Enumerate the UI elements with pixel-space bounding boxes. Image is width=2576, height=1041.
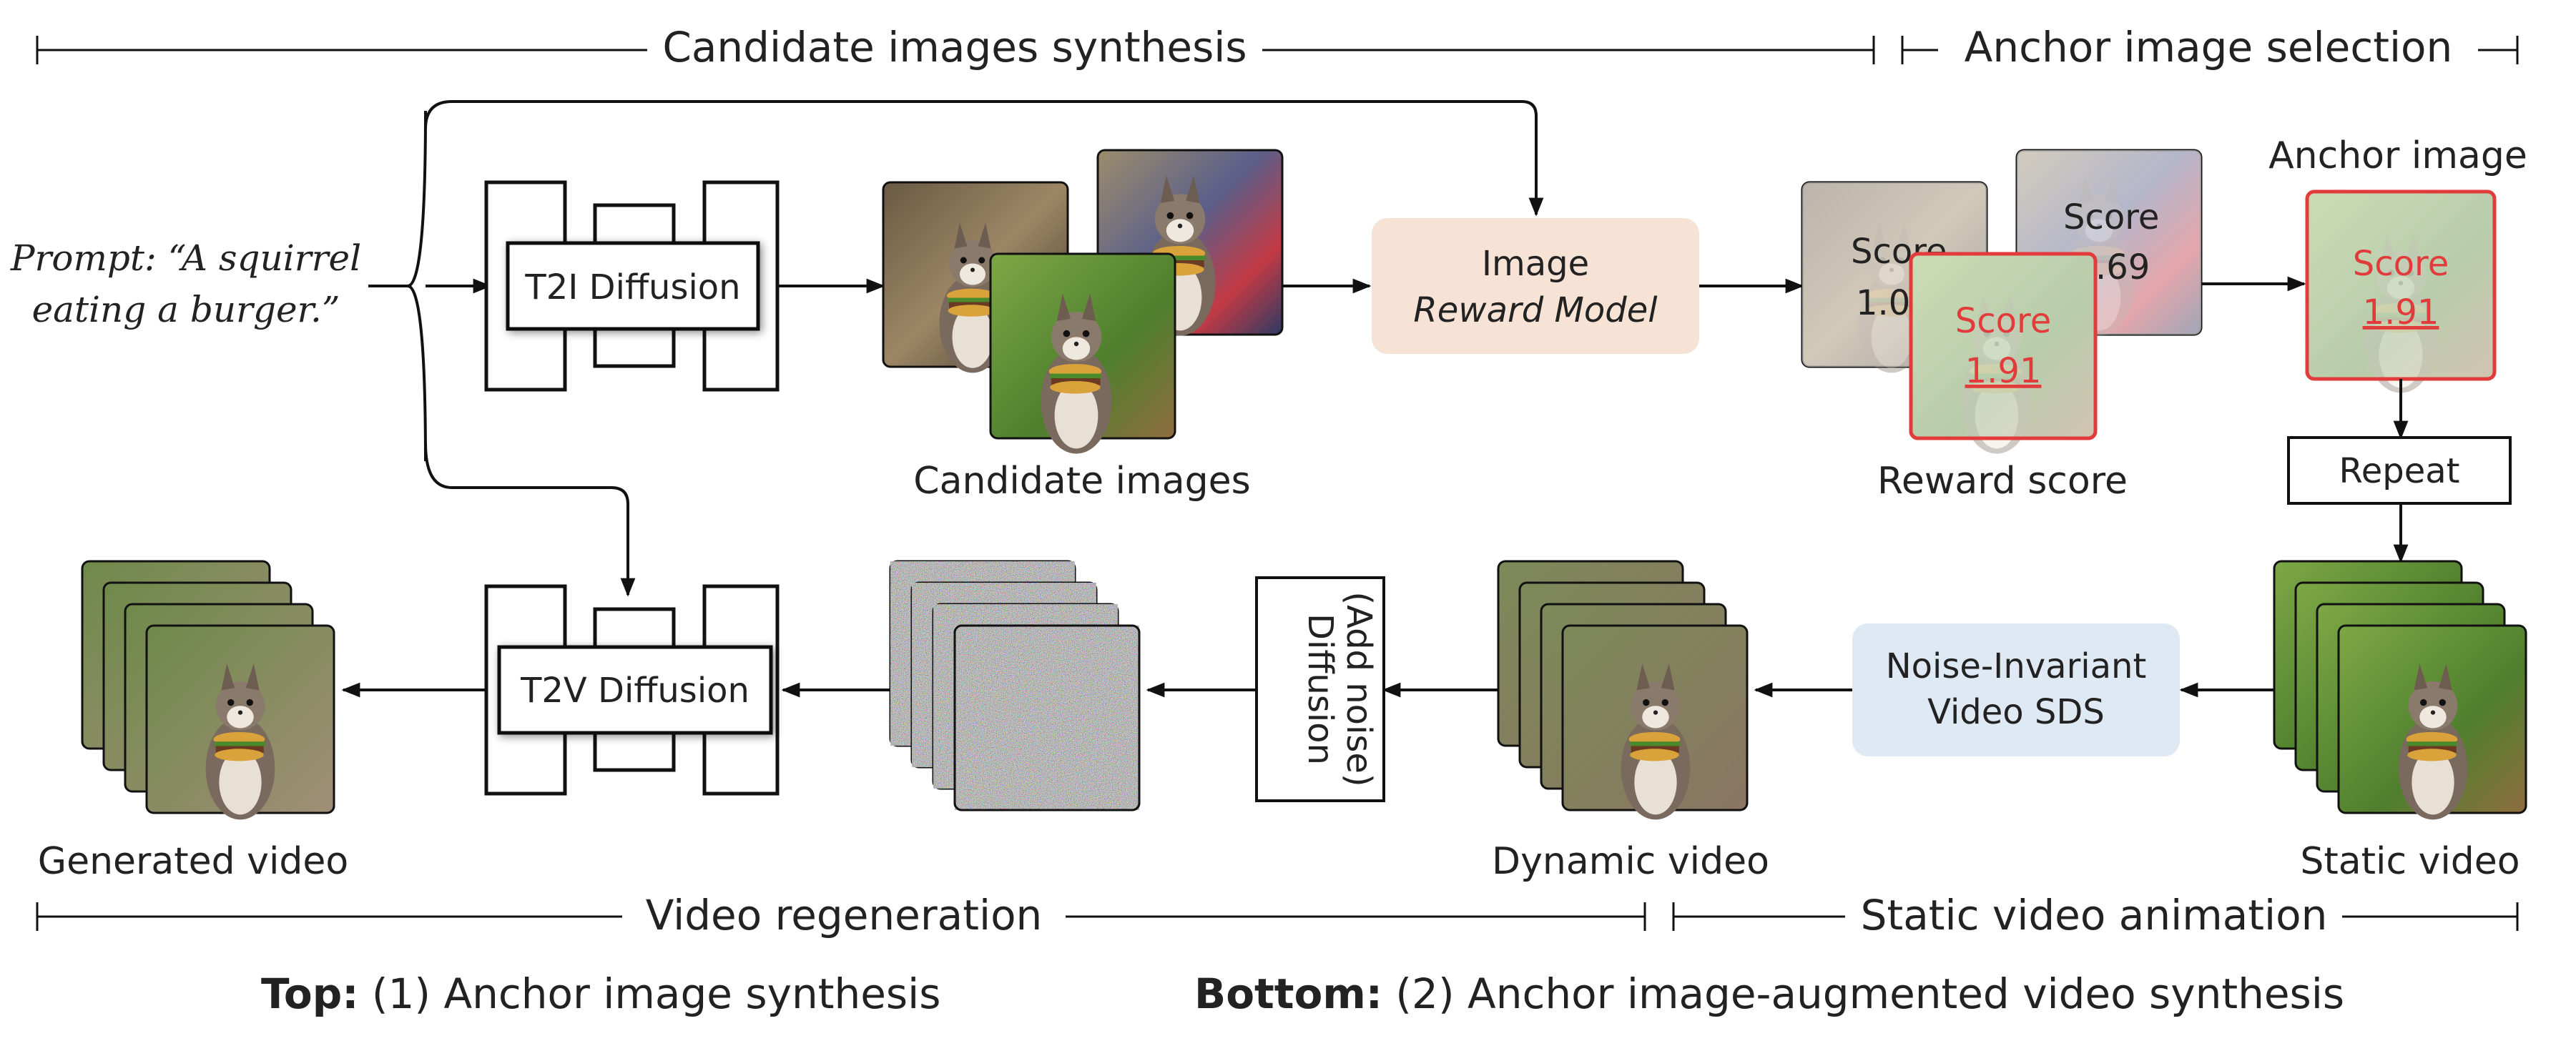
prompt-connectors [368,100,1544,597]
reward-score-label: Reward score [1877,460,2128,503]
score-label-back-right: Score [2063,197,2159,237]
candidate-images [882,149,1284,454]
anchor-score-value: 1.91 [2363,292,2439,332]
t2v-diffusion-block: T2V Diffusion [484,584,780,796]
add-noise-line-1: Diffusion [1300,613,1340,765]
dynamic-video-label: Dynamic video [1492,840,1769,883]
reward-model-line-1: Image [1482,244,1589,284]
add-noise-line-2: (Add noise) [1339,591,1379,786]
score-label-front: Score [1955,301,2051,341]
score-value-front: 1.91 [1965,351,2042,391]
caption-bottom-rest: (2) Anchor image-augmented video synthes… [1382,970,2344,1018]
section-label-static-animation: Static video animation [1861,891,2328,939]
reward-model-box: Image Reward Model [1372,218,1699,354]
static-video-label: Static video [2300,840,2520,883]
reward-score-images: Score 1.0 Score .69 Score 1.91 [1801,149,2203,454]
section-label-candidate-synthesis: Candidate images synthesis [662,23,1247,71]
generated-video-label: Generated video [38,840,348,883]
t2v-label: T2V Diffusion [520,671,749,711]
prompt-line-1: Prompt: “A squirrel [10,237,361,279]
section-bar-top-left: Candidate images synthesis [36,23,1875,71]
dynamic-video-stack [1497,560,1749,820]
add-noise-box: Diffusion (Add noise) [1255,576,1385,802]
noisy-frames-stack [889,560,1141,811]
sds-line-2: Video SDS [1927,692,2105,732]
caption-bottom-bold: Bottom: [1194,970,1382,1018]
prompt-text: Prompt: “A squirrel eating a burger.” [10,237,361,330]
section-bar-bottom-right: Static video animation [1672,891,2519,939]
section-bar-top-right: Anchor image selection [1901,23,2519,71]
section-label-anchor-selection: Anchor image selection [1965,23,2453,71]
static-video-stack [2273,560,2527,820]
caption-bottom: Bottom: (2) Anchor image-augmented video… [1194,970,2344,1018]
sds-line-1: Noise-Invariant [1886,646,2147,686]
reward-model-line-2: Reward Model [1413,290,1658,330]
score-value-back-right: .69 [2095,247,2150,287]
scored-image-front: Score 1.91 [1909,252,2098,454]
section-label-video-regeneration: Video regeneration [646,891,1043,939]
caption-top: Top: (1) Anchor image synthesis [261,970,940,1018]
repeat-label: Repeat [2339,451,2460,491]
candidate-image-3 [989,252,1176,454]
anchor-image-label: Anchor image [2268,134,2527,177]
section-bar-bottom-left: Video regeneration [36,891,1646,939]
t2i-diffusion-block: T2I Diffusion [484,180,780,392]
candidate-images-label: Candidate images [913,460,1250,503]
caption-top-rest: (1) Anchor image synthesis [358,970,940,1018]
anchor-image: Score 1.91 [2305,189,2497,393]
caption-top-bold: Top: [261,970,358,1018]
t2i-label: T2I Diffusion [524,267,740,307]
anchor-score-label: Score [2353,244,2449,284]
score-value-back-left: 1.0 [1856,283,1910,323]
repeat-box: Repeat [2287,436,2512,505]
generated-video-stack [81,560,335,820]
sds-box: Noise-Invariant Video SDS [1852,623,2180,756]
prompt-line-2: eating a burger.” [32,289,340,330]
